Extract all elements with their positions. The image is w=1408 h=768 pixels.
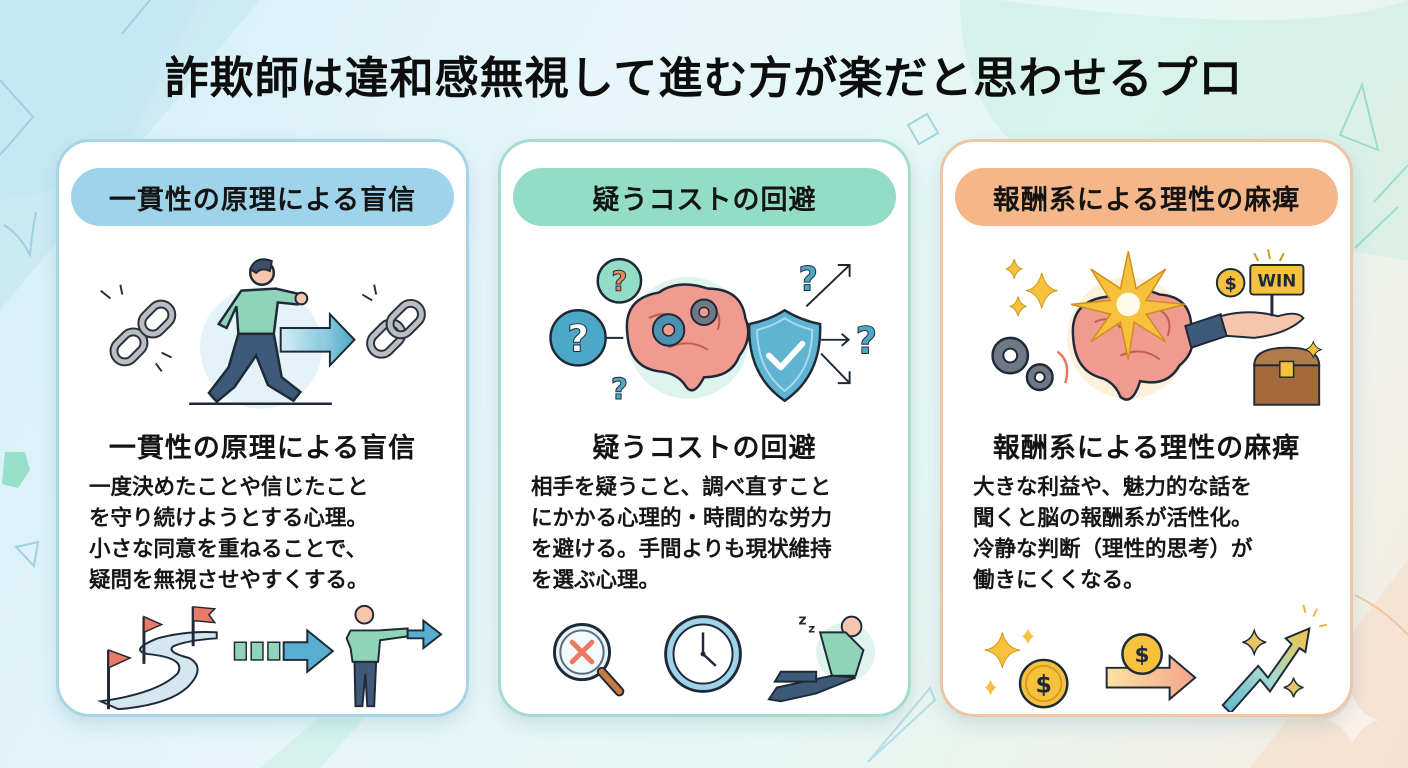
dashed-arrow-icon (233, 628, 335, 674)
svg-text:?: ? (567, 317, 589, 361)
clock-icon (664, 615, 742, 693)
svg-text:z: z (808, 621, 815, 635)
svg-text:?: ? (611, 372, 628, 406)
broken-chain-icon (100, 284, 177, 372)
doubt-cost-illustration: ? ? ? ? ? (521, 238, 888, 418)
card-heading: 疑うコストの回避 (592, 433, 817, 464)
reward-system-illustration: $ WIN (963, 238, 1330, 418)
reward-system-bottom-illustration: $ $ (963, 602, 1330, 712)
question-bubble-icon: ? ? ? (549, 257, 643, 406)
svg-text:?: ? (856, 319, 878, 363)
svg-text:?: ? (611, 266, 627, 298)
magnifier-x-icon (552, 623, 625, 697)
svg-text:$: $ (1035, 670, 1051, 698)
svg-text:$: $ (1224, 275, 1236, 295)
svg-text:z: z (798, 613, 806, 629)
coin-arrow-icon: $ (1105, 633, 1197, 702)
hand-offer-icon (1184, 311, 1305, 349)
card-pill-label: 一貫性の原理による盲信 (71, 168, 454, 226)
shield-check-icon (748, 308, 822, 403)
card-pill-label: 報酬系による理性の麻痺 (955, 168, 1338, 226)
svg-text:WIN: WIN (1258, 271, 1297, 291)
treasure-chest-icon (1253, 340, 1323, 406)
card-heading: 報酬系による理性の麻痺 (992, 433, 1301, 464)
sparkles-icon (1004, 259, 1058, 317)
brain-burst-icon (1071, 251, 1194, 401)
card-heading: 一貫性の原理による盲信 (108, 433, 417, 464)
svg-text:$: $ (1135, 643, 1150, 668)
page-title: 詐欺師は違和感無視して進む方が楽だと思わせるプロ (164, 53, 1244, 104)
card-description: 一度決めたことや信じたこと を守り続けようとする心理。 小さな同意を重ねることで… (89, 475, 369, 593)
person-pointing-icon (345, 604, 443, 708)
deflect-arrows-icon: ? ? (798, 259, 878, 385)
consistency-illustration (79, 238, 446, 418)
card-reward-system: 報酬系による理性の麻痺 (940, 139, 1353, 717)
brain-gears-icon (625, 283, 750, 392)
chain-link-icon (361, 284, 426, 359)
sparkle-coin-icon: $ (984, 628, 1069, 709)
winding-road-flags-icon (97, 606, 218, 711)
card-description: 大きな利益や、魅力的な話を 聞くと脳の報酬系が活性化。 冷静な判断（理性的思考）… (973, 475, 1253, 593)
gears-icon (991, 336, 1069, 392)
relaxing-person-icon: z z (767, 613, 876, 703)
walking-person-icon (189, 258, 332, 405)
rising-chart-arrow-icon (1221, 604, 1328, 712)
arrow-right-icon (279, 311, 356, 368)
doubt-cost-bottom-illustration: z z (521, 602, 888, 712)
card-avoid-doubt-cost: 疑うコストの回避 ? ? ? (498, 139, 911, 717)
card-description: 相手を疑うこと、調べ直すこと にかかる心理的・時間的な労力 を避ける。手間よりも… (531, 475, 833, 593)
consistency-bottom-illustration (79, 602, 446, 712)
win-sign-icon: WIN (1249, 249, 1305, 317)
coin-icon: $ (1215, 267, 1246, 298)
card-pill-label: 疑うコストの回避 (513, 168, 896, 226)
svg-text:?: ? (798, 260, 817, 299)
card-consistency-principle: 一貫性の原理による盲信 (56, 139, 469, 717)
